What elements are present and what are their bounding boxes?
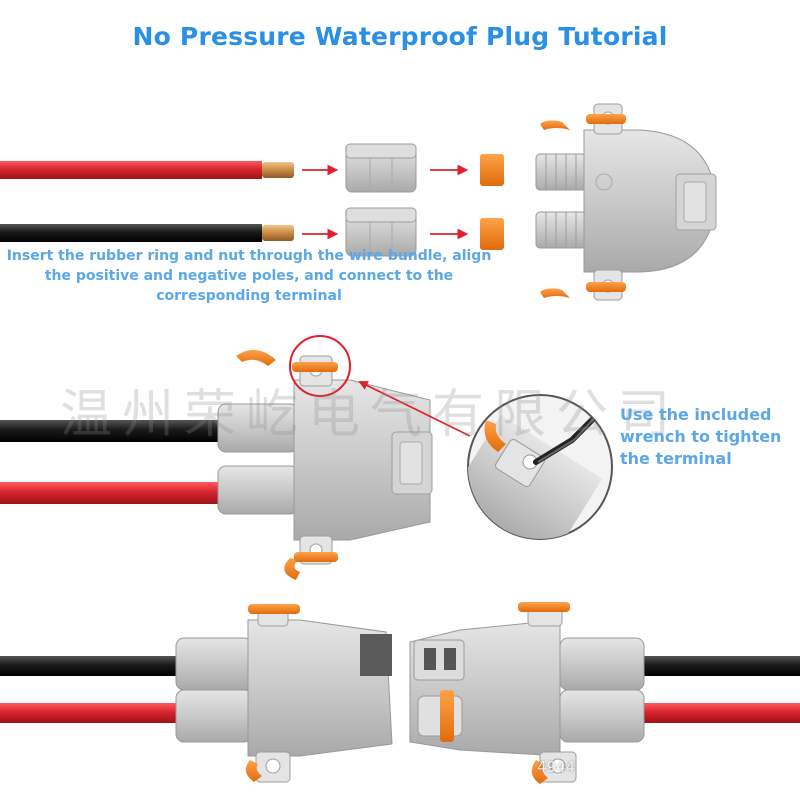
step3-assembly [0, 602, 800, 784]
step1-assembly [0, 103, 717, 301]
nut [345, 143, 417, 193]
page-title: No Pressure Waterproof Plug Tutorial [132, 22, 668, 51]
zoom-detail [467, 394, 613, 540]
copper-strands [262, 162, 294, 178]
connector-right [409, 602, 645, 784]
black-wire [0, 656, 186, 676]
rubber-ring [480, 154, 504, 186]
rubber-ring [480, 218, 504, 250]
connector-housing [535, 103, 717, 301]
copper-strands [262, 225, 294, 241]
red-wire [0, 482, 262, 504]
connector-housing [217, 349, 433, 580]
red-wire [0, 703, 186, 723]
step2-assembly [0, 335, 613, 580]
arrow-pointer-icon [358, 381, 471, 437]
connector-left [175, 604, 393, 783]
red-wire [0, 161, 262, 179]
nut [345, 207, 417, 257]
red-wire [640, 703, 800, 723]
step1-caption: Insert the rubber ring and nut through t… [6, 248, 492, 304]
black-wire [0, 224, 262, 242]
highlight-circle [289, 335, 351, 397]
step2-caption: Use the included wrench to tighten the t… [620, 405, 782, 468]
black-wire [0, 420, 262, 442]
black-wire [640, 656, 800, 676]
watermark-number: 4944 [537, 758, 576, 776]
